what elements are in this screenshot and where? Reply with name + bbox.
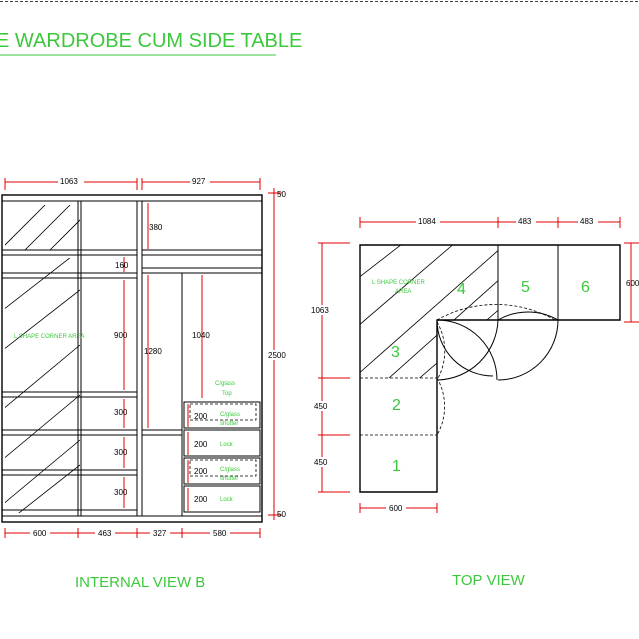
dim-left-1: 1063 bbox=[311, 306, 329, 315]
dim-bottom-width: 600 bbox=[389, 504, 403, 513]
dim-top-gap: 50 bbox=[277, 190, 286, 199]
dim-hanging-mid: 1280 bbox=[144, 347, 162, 356]
dim-width-left: 1063 bbox=[60, 177, 78, 186]
dim-loft: 380 bbox=[149, 223, 163, 232]
note-glass-top: C/glass bbox=[215, 381, 235, 387]
dim-bottom-1: 600 bbox=[33, 529, 47, 538]
dim-left-3: 450 bbox=[314, 458, 328, 467]
top-corner-label-2: AREA bbox=[395, 289, 411, 295]
internal-view-title: INTERNAL VIEW B bbox=[75, 574, 205, 591]
dim-bottom-4: 580 bbox=[213, 529, 227, 538]
dim-top-3: 483 bbox=[580, 217, 594, 226]
corner-area-label: L SHAPE CORNER AREA bbox=[14, 334, 84, 340]
section-5: 5 bbox=[521, 279, 530, 296]
internal-view: 1063 927 bbox=[1, 176, 287, 591]
dim-hanging-right: 1040 bbox=[192, 331, 210, 340]
note-glass-shutter-1: C/glass bbox=[220, 412, 240, 418]
dim-shelf-2: 300 bbox=[114, 448, 128, 457]
section-2: 2 bbox=[392, 397, 401, 414]
dim-hanging-left: 900 bbox=[114, 331, 128, 340]
note-glass-shutter-2: C/glass bbox=[220, 467, 240, 473]
top-corner-label: L SHAPE CORNER bbox=[372, 280, 425, 286]
note-glass-shutter-1b: shutter bbox=[220, 421, 238, 427]
dim-left-2: 450 bbox=[314, 402, 328, 411]
dim-right: 600 bbox=[626, 279, 639, 288]
top-view-title: TOP VIEW bbox=[452, 572, 526, 589]
section-6: 6 bbox=[581, 279, 590, 296]
top-view: 1084 483 483 L SHAPE CORNER AREA bbox=[309, 216, 639, 589]
dim-shelf-3: 300 bbox=[114, 488, 128, 497]
dim-drawer-1: 200 bbox=[194, 412, 208, 421]
note-glass-top-2: Top bbox=[222, 391, 232, 397]
dim-shelf: 160 bbox=[115, 261, 129, 270]
dim-top-1: 1084 bbox=[418, 217, 436, 226]
dim-bottom-2: 463 bbox=[98, 529, 112, 538]
dim-drawer-3: 200 bbox=[194, 467, 208, 476]
section-3: 3 bbox=[391, 344, 400, 361]
dim-bottom-gap: 50 bbox=[277, 510, 286, 519]
dim-overall-height: 2500 bbox=[268, 351, 286, 360]
dim-bottom-3: 327 bbox=[153, 529, 167, 538]
dim-drawer-2: 200 bbox=[194, 440, 208, 449]
section-1: 1 bbox=[392, 458, 401, 475]
note-lock-2: Lock bbox=[220, 497, 234, 503]
drawing-title: E WARDROBE CUM SIDE TABLE bbox=[0, 30, 302, 52]
dim-top-2: 483 bbox=[518, 217, 532, 226]
section-4: 4 bbox=[457, 281, 466, 298]
dim-width-right: 927 bbox=[192, 177, 206, 186]
note-glass-shutter-2b: shutter bbox=[220, 476, 238, 482]
dim-shelf-1: 300 bbox=[114, 408, 128, 417]
note-lock-1: Lock bbox=[220, 442, 234, 448]
dim-drawer-4: 200 bbox=[194, 495, 208, 504]
